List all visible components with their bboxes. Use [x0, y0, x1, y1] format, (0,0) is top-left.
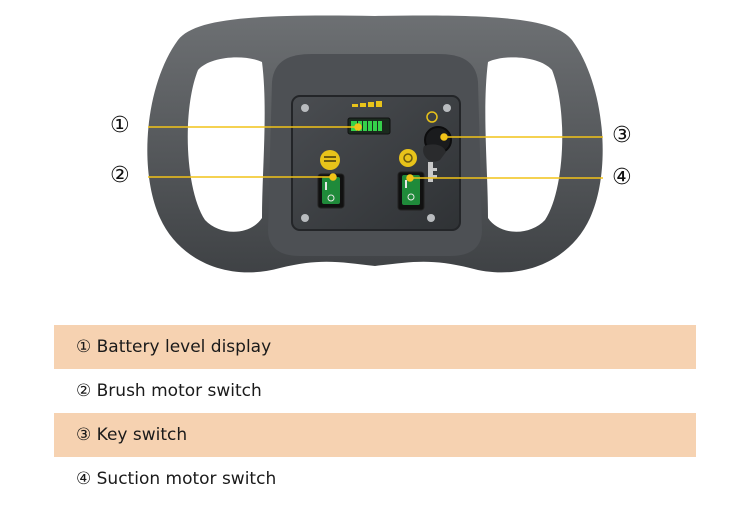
legend-item-key-switch: ③ Key switch: [54, 413, 696, 457]
screw: [301, 104, 309, 112]
suction-motor-switch: [397, 149, 425, 211]
key-switch: [423, 111, 452, 182]
suction-icon: [399, 149, 417, 167]
leader-lines: [148, 123, 603, 182]
legend: ① Battery level display ② Brush motor sw…: [54, 325, 696, 501]
legend-item-brush-motor: ② Brush motor switch: [76, 381, 262, 401]
brush-motor-switch: [317, 150, 345, 209]
callout-marker-4: ④: [612, 165, 632, 190]
callout-marker-1: ①: [110, 113, 130, 138]
screw: [427, 214, 435, 222]
power-icon: [426, 111, 438, 123]
screw: [443, 104, 451, 112]
callout-marker-2: ②: [110, 163, 130, 188]
legend-item-battery: ① Battery level display: [54, 325, 696, 369]
legend-item-suction-motor: ④ Suction motor switch: [76, 469, 277, 489]
callout-marker-3: ③: [612, 123, 632, 148]
key-icon: [423, 144, 446, 162]
control-handle-diagram: [147, 15, 603, 273]
screw: [301, 214, 309, 222]
control-panel: [291, 95, 461, 231]
